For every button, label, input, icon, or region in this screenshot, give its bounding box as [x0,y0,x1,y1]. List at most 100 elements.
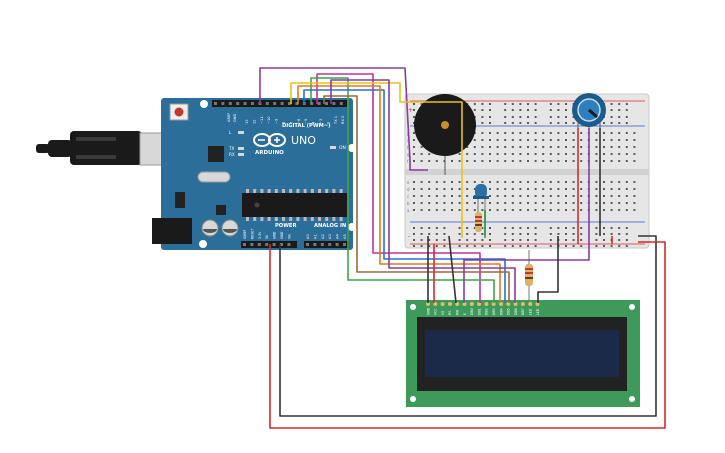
header-pin[interactable] [280,243,283,246]
breadboard-hole [557,181,560,183]
breadboard-hole [618,202,621,204]
breadboard-hole [489,122,491,124]
breadboard-hole [413,103,415,105]
lcd-pin[interactable] [447,302,452,306]
breadboard-hole [489,227,491,229]
rail-plus-label: + [408,107,413,114]
lcd-pin[interactable] [455,302,460,306]
chip-leg [246,189,249,193]
header-pin[interactable] [280,102,284,105]
breadboard-hole [565,188,567,190]
breadboard-hole [504,122,507,124]
header-pin[interactable] [332,102,336,105]
header-pin[interactable] [295,102,299,105]
breadboard-hole [565,181,567,183]
header-pin[interactable] [236,102,240,105]
breadboard-hole [534,195,537,197]
breadboard-hole [527,195,529,197]
potentiometer[interactable] [572,93,606,128]
header-pin[interactable] [265,102,269,105]
header-pin[interactable] [273,102,277,105]
header-pin[interactable] [325,102,328,105]
breadboard-hole [625,209,628,211]
mounting-hole [348,144,356,152]
lcd-pin[interactable] [440,302,445,306]
header-pin[interactable] [335,243,339,246]
header-pin[interactable] [287,243,291,246]
header-pin[interactable] [320,243,324,246]
header-pin[interactable] [339,102,343,105]
lcd-pin[interactable] [528,302,533,306]
breadboard-hole [565,122,567,124]
header-pin[interactable] [228,102,232,105]
wire-purple-pot[interactable] [463,128,590,303]
breadboard-hole [458,153,461,155]
header-pin[interactable] [265,243,269,246]
header-pin[interactable] [306,243,309,246]
header-pin[interactable] [257,243,261,246]
header-pin[interactable] [272,243,276,246]
header-pin[interactable] [250,243,254,246]
wire-black-lcd-k[interactable] [537,236,559,303]
breadboard-hole [603,233,605,235]
wire-black-lcd-rw[interactable] [448,235,457,304]
breadboard-hole [511,103,514,105]
breadboard-hole [527,245,529,247]
breadboard-hole [580,195,583,197]
header-pin[interactable] [288,102,291,105]
breadboard-hole [603,239,605,241]
header-pin[interactable] [243,102,247,105]
breadboard-hole [504,209,507,211]
digital-pin-label: TX 1 [334,116,338,125]
breadboard-hole [534,160,537,162]
breadboard-hole [473,181,476,183]
lcd-pin[interactable] [426,302,430,306]
lcd-pin[interactable] [484,302,489,306]
breadboard-hole [580,233,583,235]
wire-black-gnd-bottom[interactable] [279,235,657,417]
header-pin[interactable] [317,102,321,105]
breadboard-hole [504,132,507,134]
wire-red-5v-bottom[interactable] [269,241,666,429]
wire-magenta-rs[interactable] [316,73,481,303]
wire-blue-db4[interactable] [303,89,506,303]
breadboard-hole [580,227,583,229]
breadboard-hole [618,146,621,148]
chip-leg [310,189,314,193]
header-pin[interactable] [214,102,217,105]
breadboard-hole [527,202,529,204]
header-pin[interactable] [243,243,246,246]
breadboard-hole [625,239,628,241]
wire-purple-db7[interactable] [330,79,516,303]
header-pin[interactable] [328,243,332,246]
breadboard-hole [489,116,491,118]
wire-yellow-led[interactable] [290,82,463,238]
breadboard-hole [610,116,613,118]
header-pin[interactable] [221,102,225,105]
row-letter-label: f [407,159,409,164]
breadboard-hole [458,181,461,183]
header-pin[interactable] [343,243,346,246]
capacitor [221,219,239,237]
lcd-pin-label: DB2 [485,308,489,315]
breadboard-hole [595,153,598,155]
wire-orange-db5[interactable] [297,85,501,303]
breadboard-hole [458,239,461,241]
header-pin[interactable] [313,243,317,246]
header-pin[interactable] [251,102,254,105]
chip-leg [318,217,321,221]
lcd-pin[interactable] [520,302,525,306]
analog-header-label: ANALOG IN [314,223,346,229]
breadboard-hole [511,153,514,155]
wire-purple-buzzer[interactable] [259,67,428,171]
breadboard-hole [443,209,446,211]
wire-brown-db6[interactable] [323,95,510,303]
breadboard-hole [511,139,514,141]
lcd-pin[interactable] [469,302,474,306]
breadboard-hole [458,209,461,211]
breadboard-hole [413,202,415,204]
reset-button-cap[interactable] [174,107,184,117]
breadboard-hole [534,153,537,155]
breadboard-hole [443,233,446,235]
